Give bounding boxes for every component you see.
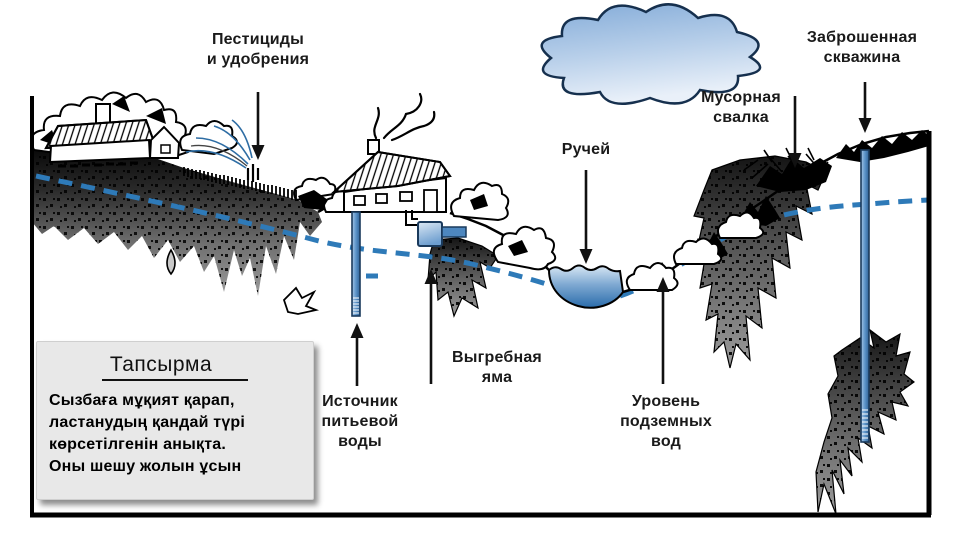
- task-body-text: Сызбаға мұқият қарап, ластанудың қандай …: [49, 392, 246, 475]
- house: [331, 92, 452, 213]
- farm-barn: [44, 118, 181, 168]
- label-abandoned-well: Заброшенная скважина: [806, 29, 918, 66]
- bush-valley-right-1: [625, 262, 679, 291]
- label-groundwater-level: Уровень подземных вод: [620, 393, 712, 450]
- label-garbage-dump: Мусорная свалка: [701, 89, 781, 126]
- abandoned-well-pipe: [860, 149, 870, 443]
- label-drinking-water: Источник питьевой воды: [321, 393, 399, 450]
- cesspool-plume: [427, 237, 499, 318]
- label-cesspool: Выгребная яма: [452, 349, 542, 386]
- stream-pond: [547, 264, 625, 309]
- chimney-smoke: [373, 92, 436, 142]
- task-title: Тапсырма: [101, 353, 249, 381]
- pointer-arrows: [251, 82, 872, 386]
- label-stream: Ручей: [561, 141, 611, 158]
- bush-valley-right-2: [673, 237, 723, 265]
- arrow-pesticides: [251, 92, 265, 160]
- arrow-stream: [579, 170, 593, 264]
- sprinkler-spray: [185, 119, 253, 169]
- bush-slope-right: [717, 211, 765, 239]
- task-box: Тапсырма Сызбаға мұқият қарап, ластануды…: [36, 341, 314, 500]
- drinking-water-well-pipe: [351, 211, 361, 317]
- crop-rows: [183, 167, 297, 199]
- arrow-groundwater-level: [656, 277, 670, 384]
- chimney: [367, 139, 380, 155]
- farm-contaminant-band: [32, 144, 322, 296]
- arrow-garbage-dump: [788, 96, 802, 168]
- diagram-frame: [30, 96, 932, 518]
- sprinkler: [185, 119, 260, 182]
- label-pesticides: Пестициды и удобрения: [206, 31, 310, 68]
- arrow-abandoned-well: [858, 82, 872, 133]
- cloud: [540, 3, 762, 105]
- task-title-row: Тапсырма: [37, 353, 313, 381]
- arrow-drinking-water: [350, 323, 364, 386]
- arrow-cesspool: [424, 269, 438, 384]
- cesspool-tank: [405, 210, 467, 247]
- rock-fragments: [166, 248, 320, 315]
